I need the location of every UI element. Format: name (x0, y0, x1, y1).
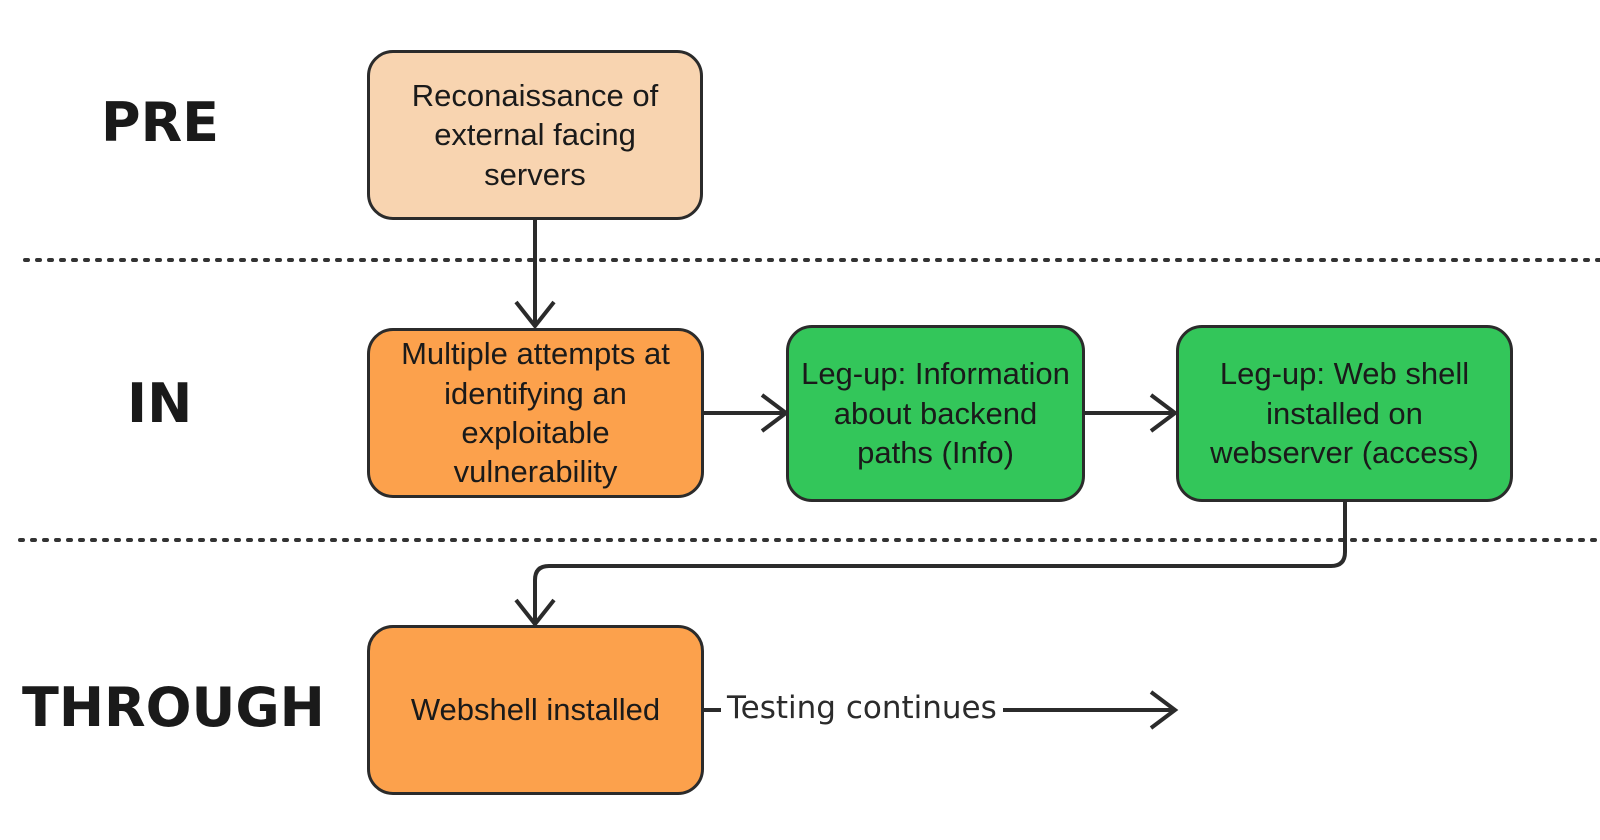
node-exploit-attempts: Multiple attempts at identifying an expl… (367, 328, 704, 498)
phase-label-pre: PRE (101, 91, 220, 154)
node-legup-info-text: Leg-up: Information about backend paths … (801, 356, 1070, 471)
node-legup-webshell-text: Leg-up: Web shell installed on webserver… (1210, 356, 1479, 471)
node-exploit-attempts-text: Multiple attempts at identifying an expl… (401, 336, 670, 490)
arrowhead-recon-to-attempts (514, 300, 556, 330)
node-legup-info: Leg-up: Information about backend paths … (786, 325, 1085, 502)
phase-label-through: THROUGH (22, 676, 325, 739)
node-webshell-installed-text: Webshell installed (410, 692, 661, 728)
phase-label-in: IN (127, 372, 193, 435)
edge-label-testing-continues: Testing continues (721, 693, 1003, 724)
arrowhead-shell-to-webshell (514, 598, 556, 628)
node-reconnaissance-text: Reconaissance of external facing servers (411, 77, 659, 192)
arrowhead-info-to-shell (1149, 393, 1179, 433)
node-webshell-installed: Webshell installed (367, 625, 704, 795)
node-reconnaissance: Reconaissance of external facing servers (367, 50, 703, 220)
node-legup-webshell: Leg-up: Web shell installed on webserver… (1176, 325, 1513, 502)
arrow-shell-to-webshell (533, 502, 1347, 622)
arrowhead-webshell-continues (1149, 690, 1179, 730)
